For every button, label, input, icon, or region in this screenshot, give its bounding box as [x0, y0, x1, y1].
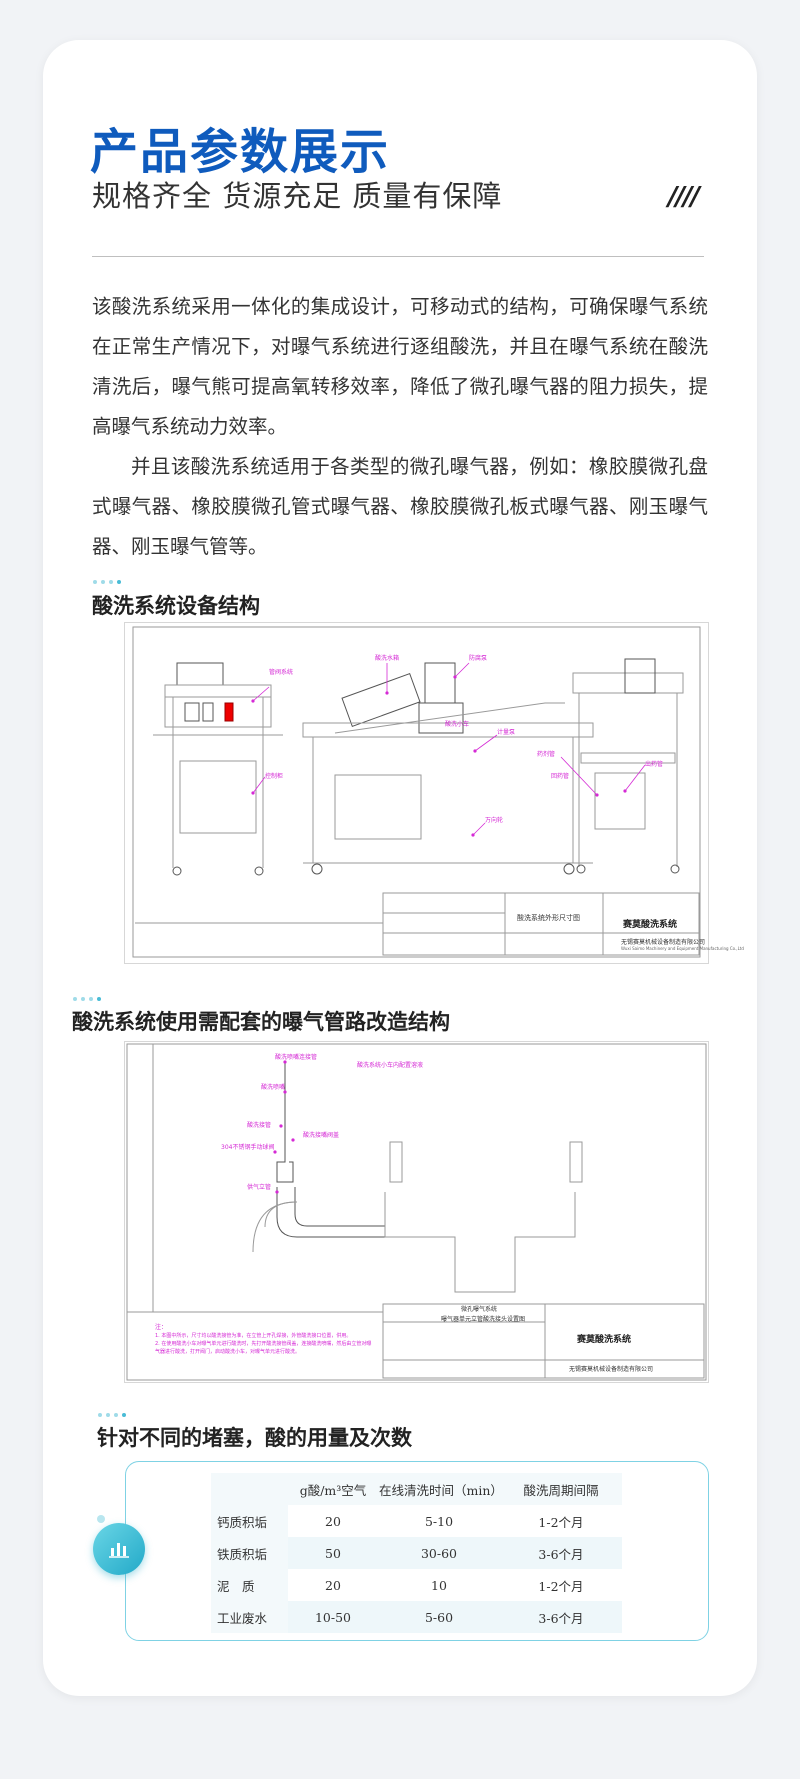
drawing1-label: 万向轮 [485, 817, 504, 824]
intro-paragraph-1: 该酸洗系统采用一体化的集成设计，可移动式的结构，可确保曝气系统在正常生产情况下，… [92, 295, 708, 438]
table-row: 泥 质 20 10 1-2个月 [211, 1569, 622, 1601]
table-header-cell: 酸洗周期间隔 [500, 1473, 622, 1505]
intro-paragraph-2: 并且该酸洗系统适用于各类型的微孔曝气器，例如：橡胶膜微孔盘式曝气器、橡胶膜微孔管… [92, 455, 708, 558]
drawing2-label: 304不锈钢手动球阀 [221, 1144, 275, 1151]
drawing2-label: 酸洗喷嘴连接管 [275, 1054, 318, 1061]
drawing1-company-title: 赛莫酸洗系统 [623, 920, 678, 930]
table-cell: 1-2个月 [538, 1578, 584, 1594]
drawing1-label: 酸洗水箱 [375, 655, 400, 662]
pipe-modification-drawing: 酸洗喷嘴连接管 酸洗喷嘴 酸洗接管 酸洗接嘴阀盖 304不锈钢手动球阀 供气立管… [124, 1041, 709, 1383]
drawing2-titleblock-1: 微孔曝气系统 [461, 1306, 498, 1313]
drawing1-company: 无锡赛莫机械设备制造有限公司 [621, 939, 706, 946]
drawing1-label: 计量泵 [497, 729, 516, 736]
table-cell: 3-6个月 [500, 1537, 622, 1569]
equipment-structure-drawing: 管阀系统 控制柜 酸洗水箱 万向轮 防腐泵 药剂管 计量泵 酸洗小车 出药管 回… [124, 622, 744, 964]
drawing1-label: 管阀系统 [269, 669, 294, 676]
drawing2-label: 酸洗喷嘴 [261, 1084, 286, 1091]
table-cell: 5-10 [424, 1513, 454, 1529]
drawing2-label: 酸洗系统小车内配置溶液 [357, 1062, 424, 1069]
table-cell: 钙质积垢 [211, 1505, 288, 1537]
acid-usage-table: g酸/m³空气 在线清洗时间（min） 酸洗周期间隔 钙质积垢 20 5-10 … [211, 1473, 622, 1633]
drawing1-label: 药剂管 [537, 751, 556, 758]
table-header-row: g酸/m³空气 在线清洗时间（min） 酸洗周期间隔 [211, 1473, 622, 1505]
table-header-cell [211, 1473, 288, 1505]
drawing2-label: 酸洗接管 [247, 1122, 272, 1129]
drawing2-company-title: 赛莫酸洗系统 [577, 1335, 632, 1345]
table-row: 工业废水 10-50 5-60 3-6个月 [211, 1601, 622, 1633]
drawing2-notes: 1. 本图中所示，尺寸均以酸洗接管为准，在立管上开孔焊接，外管酸洗接口位置，供用… [155, 1332, 375, 1356]
table-header-cell: g酸/m³空气 [288, 1473, 378, 1505]
drawing2-label: 供气立管 [247, 1184, 272, 1191]
table-cell: 10-50 [288, 1601, 378, 1633]
table-header-cell: 在线清洗时间（min） [378, 1473, 503, 1505]
dots-decoration [93, 580, 121, 584]
table-cell: 工业废水 [211, 1601, 288, 1633]
drawing2-notes-title: 注： [155, 1324, 168, 1331]
table-cell: 10 [431, 1577, 447, 1593]
drawing1-label: 酸洗小车 [445, 721, 470, 728]
drawing1-titleblock: 酸洗系统外形尺寸图 [517, 914, 580, 922]
drawing2-note: 1. 本图中所示，尺寸均以酸洗接管为准，在立管上开孔焊接，外管酸洗接口位置，供用… [155, 1333, 352, 1339]
section-title-usage: 针对不同的堵塞，酸的用量及次数 [97, 1426, 412, 1450]
table-row: 钙质积垢 20 5-10 1-2个月 [211, 1505, 622, 1537]
table-cell: 1-2个月 [538, 1514, 584, 1530]
table-cell: 20 [325, 1577, 341, 1593]
section-title-structure: 酸洗系统设备结构 [92, 594, 260, 618]
table-cell: 5-60 [378, 1601, 500, 1633]
drawing1-label: 防腐泵 [469, 655, 488, 662]
table-cell: 3-6个月 [500, 1601, 622, 1633]
drawing2-note: 2. 在使用酸洗小车对曝气单元进行酸洗时，先打开酸洗接管阀盖，连接酸洗喷嘴，然后… [155, 1341, 372, 1355]
dots-decoration [73, 997, 101, 1001]
divider [92, 256, 704, 257]
drawing1-company-en: Wuxi Saimo Machinery and Equipment Manuf… [621, 946, 744, 951]
drawing1-label: 出药管 [645, 761, 664, 768]
drawing2-titleblock-2: 曝气器单元立管酸洗接头设置图 [441, 1316, 526, 1323]
table-cell: 50 [288, 1537, 378, 1569]
dot-decoration [97, 1515, 105, 1523]
drawing1-label: 控制柜 [265, 773, 284, 780]
dots-decoration [98, 1413, 126, 1417]
bar-chart-icon [93, 1523, 145, 1575]
table-cell: 铁质积垢 [211, 1537, 288, 1569]
table-cell: 泥 质 [211, 1569, 288, 1601]
slash-decoration: //// [668, 182, 700, 212]
page-subtitle: 规格齐全 货源充足 质量有保障 [92, 179, 503, 213]
drawing2-label: 酸洗接嘴阀盖 [303, 1132, 340, 1139]
section-title-pipe: 酸洗系统使用需配套的曝气管路改造结构 [72, 1010, 450, 1034]
table-cell: 30-60 [378, 1537, 500, 1569]
drawing2-company: 无锡赛莫机械设备制造有限公司 [569, 1366, 654, 1373]
table-row: 铁质积垢 50 30-60 3-6个月 [211, 1537, 622, 1569]
page-title: 产品参数展示 [90, 124, 391, 180]
drawing1-label: 回药管 [551, 773, 570, 780]
table-cell: 20 [325, 1513, 341, 1529]
